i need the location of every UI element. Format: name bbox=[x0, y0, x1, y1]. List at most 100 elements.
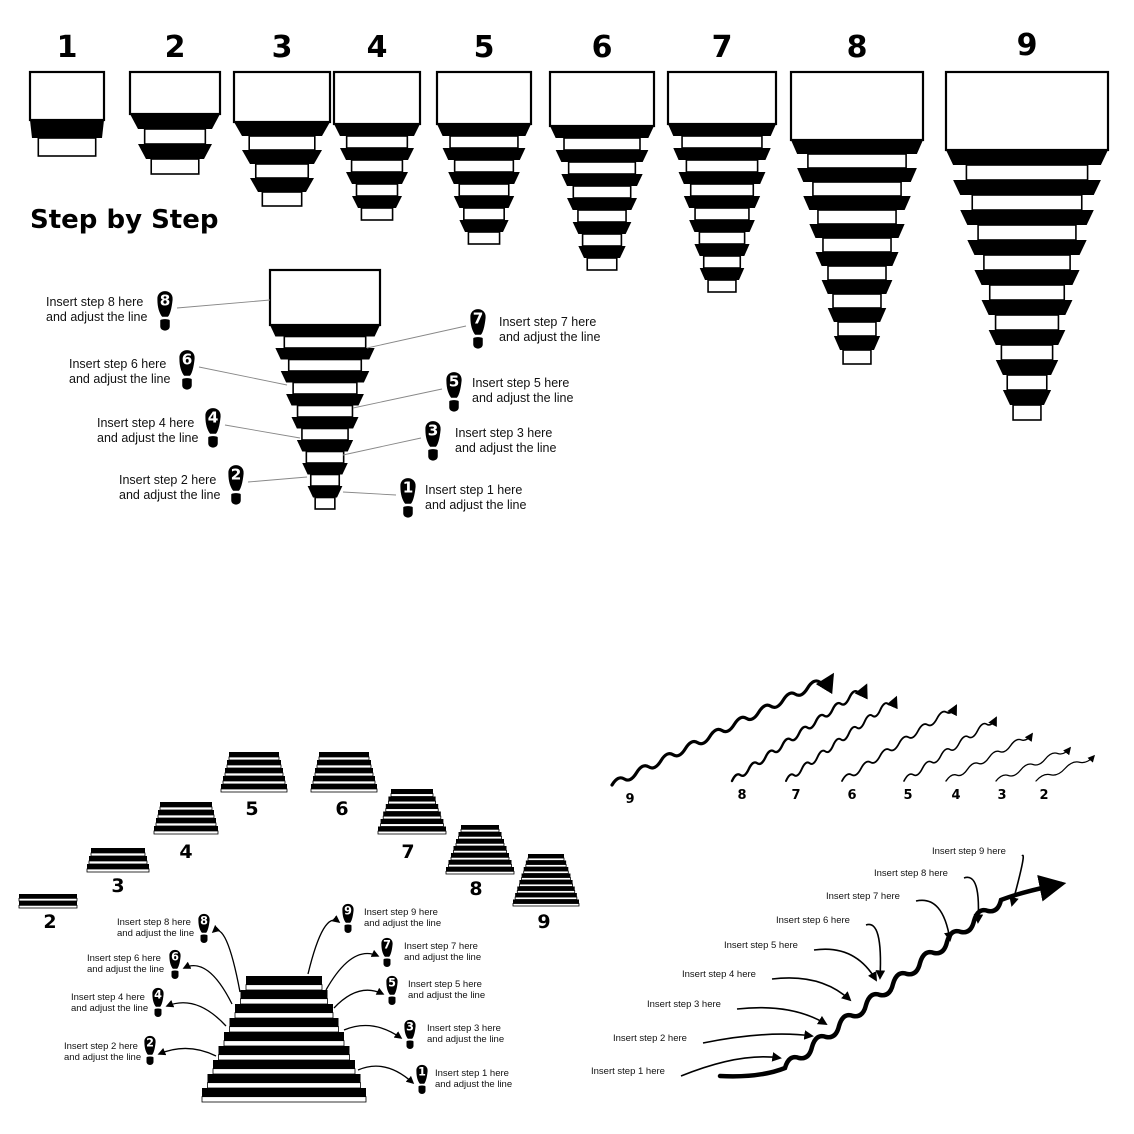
footprint-icon: 7 bbox=[470, 309, 486, 349]
stair-tread bbox=[445, 870, 515, 875]
funnel-band bbox=[833, 336, 881, 350]
funnel-step bbox=[150, 158, 200, 175]
callout-line1: Insert step 7 here bbox=[499, 315, 596, 329]
label-arrow bbox=[865, 923, 886, 980]
stair-tread bbox=[458, 835, 502, 840]
callout-line1: Insert step 8 here bbox=[117, 917, 191, 928]
callout-arrow bbox=[307, 915, 341, 975]
funnel-step bbox=[977, 224, 1077, 241]
funnel-band bbox=[307, 486, 343, 498]
footprint-icon: 1 bbox=[416, 1064, 428, 1094]
funnel-band bbox=[988, 330, 1066, 345]
stair-step bbox=[517, 886, 575, 891]
callout-line1: Insert step 3 here bbox=[455, 426, 552, 440]
funnel-step bbox=[287, 358, 363, 372]
stair-tread bbox=[155, 822, 217, 827]
funnel-top-box bbox=[666, 70, 778, 126]
zigzag-path bbox=[730, 683, 868, 783]
footprint-number: 3 bbox=[406, 1020, 414, 1033]
stair-step bbox=[458, 832, 502, 837]
zigzag-number: 7 bbox=[791, 788, 800, 803]
arrow-label: Insert step 5 here bbox=[724, 940, 798, 951]
funnel-step bbox=[467, 231, 501, 245]
label-arrow bbox=[1009, 854, 1025, 907]
arrow-label: Insert step 6 here bbox=[776, 915, 850, 926]
funnel-band bbox=[275, 348, 375, 360]
funnel-step bbox=[143, 128, 207, 145]
callout-leader bbox=[224, 424, 301, 439]
staircase-number: 5 bbox=[245, 798, 258, 820]
footprint-number: 5 bbox=[449, 372, 460, 390]
stair-tread bbox=[385, 808, 439, 812]
zigzag-number: 6 bbox=[847, 788, 856, 803]
stair-step bbox=[225, 768, 283, 773]
callout-line1: Insert step 7 here bbox=[404, 941, 478, 952]
funnel-number: 5 bbox=[474, 30, 495, 65]
funnel-step bbox=[355, 183, 399, 197]
arrow-label: Insert step 3 here bbox=[647, 999, 721, 1010]
funnel-step bbox=[827, 265, 887, 281]
zigzag-path bbox=[610, 672, 834, 787]
funnel-band bbox=[953, 180, 1101, 195]
callout-line1: Insert step 9 here bbox=[364, 907, 438, 918]
callout-line2: and adjust the line bbox=[69, 372, 171, 386]
stair-tread bbox=[380, 823, 444, 827]
stair-tread bbox=[310, 788, 378, 793]
funnel-step bbox=[301, 427, 349, 441]
stair-tread bbox=[519, 883, 573, 887]
callout-arrow bbox=[182, 961, 233, 1005]
callout-arrow bbox=[157, 1047, 217, 1057]
zigzag-7 bbox=[785, 695, 898, 782]
zigzag-number: 3 bbox=[997, 788, 1006, 803]
footprint-icon: 8 bbox=[198, 913, 210, 943]
funnel-number: 4 bbox=[367, 30, 388, 65]
funnel-top-box bbox=[332, 70, 422, 126]
funnel-band bbox=[234, 122, 330, 136]
funnel-band bbox=[683, 196, 761, 208]
footprint-icon: 4 bbox=[205, 408, 221, 448]
callout-line1: Insert step 4 here bbox=[97, 416, 194, 430]
stair-step bbox=[523, 867, 569, 872]
funnel-band bbox=[699, 268, 745, 280]
stair-step bbox=[446, 867, 514, 872]
stair-tread bbox=[523, 870, 569, 874]
stair-step bbox=[388, 796, 436, 802]
zigzag-number: 4 bbox=[951, 788, 960, 803]
funnel-step bbox=[965, 164, 1089, 181]
funnel-band bbox=[995, 360, 1059, 375]
funnel-step bbox=[837, 321, 877, 337]
label-arrow bbox=[813, 948, 877, 982]
callout-leader bbox=[342, 437, 422, 456]
funnel-band bbox=[803, 196, 911, 210]
footprint-icon: 4 bbox=[152, 987, 164, 1017]
footprint-number: 1 bbox=[418, 1065, 426, 1078]
funnel-band bbox=[946, 150, 1108, 165]
funnel-band bbox=[689, 220, 755, 232]
footprint-number: 8 bbox=[160, 291, 171, 309]
funnel-band bbox=[815, 252, 899, 266]
stair-step bbox=[227, 760, 281, 765]
arrow-label: Insert step 9 here bbox=[932, 846, 1006, 857]
funnel-top-box bbox=[548, 70, 656, 128]
funnel-band bbox=[809, 224, 905, 238]
stair-step bbox=[515, 893, 577, 898]
funnel-band bbox=[974, 270, 1080, 285]
stair-tread bbox=[18, 897, 78, 902]
stair-tread bbox=[453, 849, 507, 854]
stair-step bbox=[456, 839, 504, 844]
label-arrow bbox=[736, 1006, 828, 1025]
footprint-icon: 9 bbox=[342, 903, 354, 933]
zigzag-path bbox=[785, 695, 898, 782]
callout-line2: and adjust the line bbox=[404, 952, 481, 963]
funnel-step bbox=[577, 209, 627, 223]
footprint-number: 1 bbox=[403, 478, 414, 496]
zigzag-path bbox=[903, 716, 997, 782]
stair-step bbox=[391, 789, 433, 794]
callout-leader bbox=[247, 476, 308, 483]
callout-arrow bbox=[211, 924, 241, 993]
funnel-top-box bbox=[268, 268, 382, 327]
callout-line1: Insert step 1 here bbox=[435, 1068, 509, 1079]
